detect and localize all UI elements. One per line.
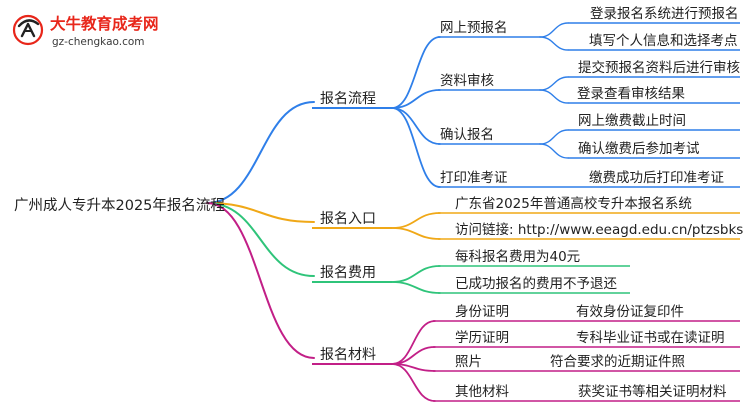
branch-3-item-1-detail-0: 专科毕业证书或在读证明 xyxy=(576,330,725,346)
branch-3-item-2-label: 照片 xyxy=(455,354,482,370)
branch-3-item-3-detail-0: 获奖证书等相关证明材料 xyxy=(578,383,727,400)
logo-url: gz-chengkao.com xyxy=(52,36,145,48)
connector-line xyxy=(539,89,569,104)
connector-line xyxy=(539,22,569,38)
branch-3-label: 报名材料 xyxy=(320,347,376,363)
connector-line xyxy=(391,107,441,188)
branch-0-item-0-label: 网上预报名 xyxy=(440,20,508,36)
branch-1-label: 报名入口 xyxy=(320,211,376,227)
connector-line xyxy=(391,363,436,402)
connector-line xyxy=(206,202,315,277)
connector-line xyxy=(391,89,441,109)
branch-0-item-1-detail-1: 登录查看审核结果 xyxy=(577,86,685,102)
root-topic: 广州成人专升本2025年报名流程 xyxy=(14,197,225,214)
logo: 大牛教育成考网 gz-chengkao.com xyxy=(12,14,159,48)
branch-0-item-3-label: 打印准考证 xyxy=(440,169,508,186)
connector-line xyxy=(391,346,436,365)
branch-0-item-2-detail-0: 网上缴费截止时间 xyxy=(578,113,686,129)
connector-line xyxy=(206,202,315,223)
branch-1-item-0-label: 广东省2025年普通高校专升本报名系统 xyxy=(455,195,692,212)
connector-line xyxy=(391,36,441,109)
connector-line xyxy=(391,107,441,145)
branch-0-item-1-label: 资料审核 xyxy=(440,73,494,89)
branch-3-item-0-detail-0: 有效身份证复印件 xyxy=(576,303,684,320)
connector-line xyxy=(206,101,315,204)
branch-0-item-2-detail-1: 确认缴费后参加考试 xyxy=(578,140,700,157)
connector-line xyxy=(391,281,441,294)
connector-lines xyxy=(206,22,740,402)
connector-line xyxy=(206,202,315,359)
branch-0-label: 报名流程 xyxy=(320,91,376,107)
connector-line xyxy=(391,320,436,365)
connector-line xyxy=(539,143,569,159)
logo-mark-icon xyxy=(12,14,44,46)
branch-0-item-1-detail-0: 提交预报名资料后进行审核 xyxy=(578,59,740,76)
branch-3-item-2-detail-0: 符合要求的近期证件照 xyxy=(550,354,685,370)
branch-3-item-0-label: 身份证明 xyxy=(455,304,509,320)
branch-0-item-2-label: 确认报名 xyxy=(440,127,494,143)
connector-line xyxy=(391,227,441,240)
connector-line xyxy=(539,76,569,91)
logo-title: 大牛教育成考网 xyxy=(50,14,159,33)
branch-2-item-1-label: 已成功报名的费用不予退还 xyxy=(455,276,617,292)
connector-line xyxy=(539,36,569,51)
branch-0-item-0-detail-1: 填写个人信息和选择考点 xyxy=(589,32,738,49)
branch-3-item-3-label: 其他材料 xyxy=(455,384,509,400)
branch-2-label: 报名费用 xyxy=(320,265,376,281)
connector-line xyxy=(391,212,441,229)
branch-0-item-0-detail-0: 登录报名系统进行预报名 xyxy=(590,6,739,22)
branch-0-item-3-detail-0: 缴费成功后打印准考证 xyxy=(589,169,724,186)
branch-3-item-1-label: 学历证明 xyxy=(455,330,509,346)
connector-line xyxy=(391,265,441,283)
connector-line xyxy=(539,129,569,145)
mind-map-nodes: 广州成人专升本2025年报名流程 报名流程 网上预报名 登录报名系统进行预报名填写个… xyxy=(14,6,743,400)
branch-2-item-0-label: 每科报名费用为40元 xyxy=(455,249,580,265)
branch-1-item-1-label: 访问链接: http://www.eeagd.edu.cn/ptzsbks xyxy=(455,221,743,238)
